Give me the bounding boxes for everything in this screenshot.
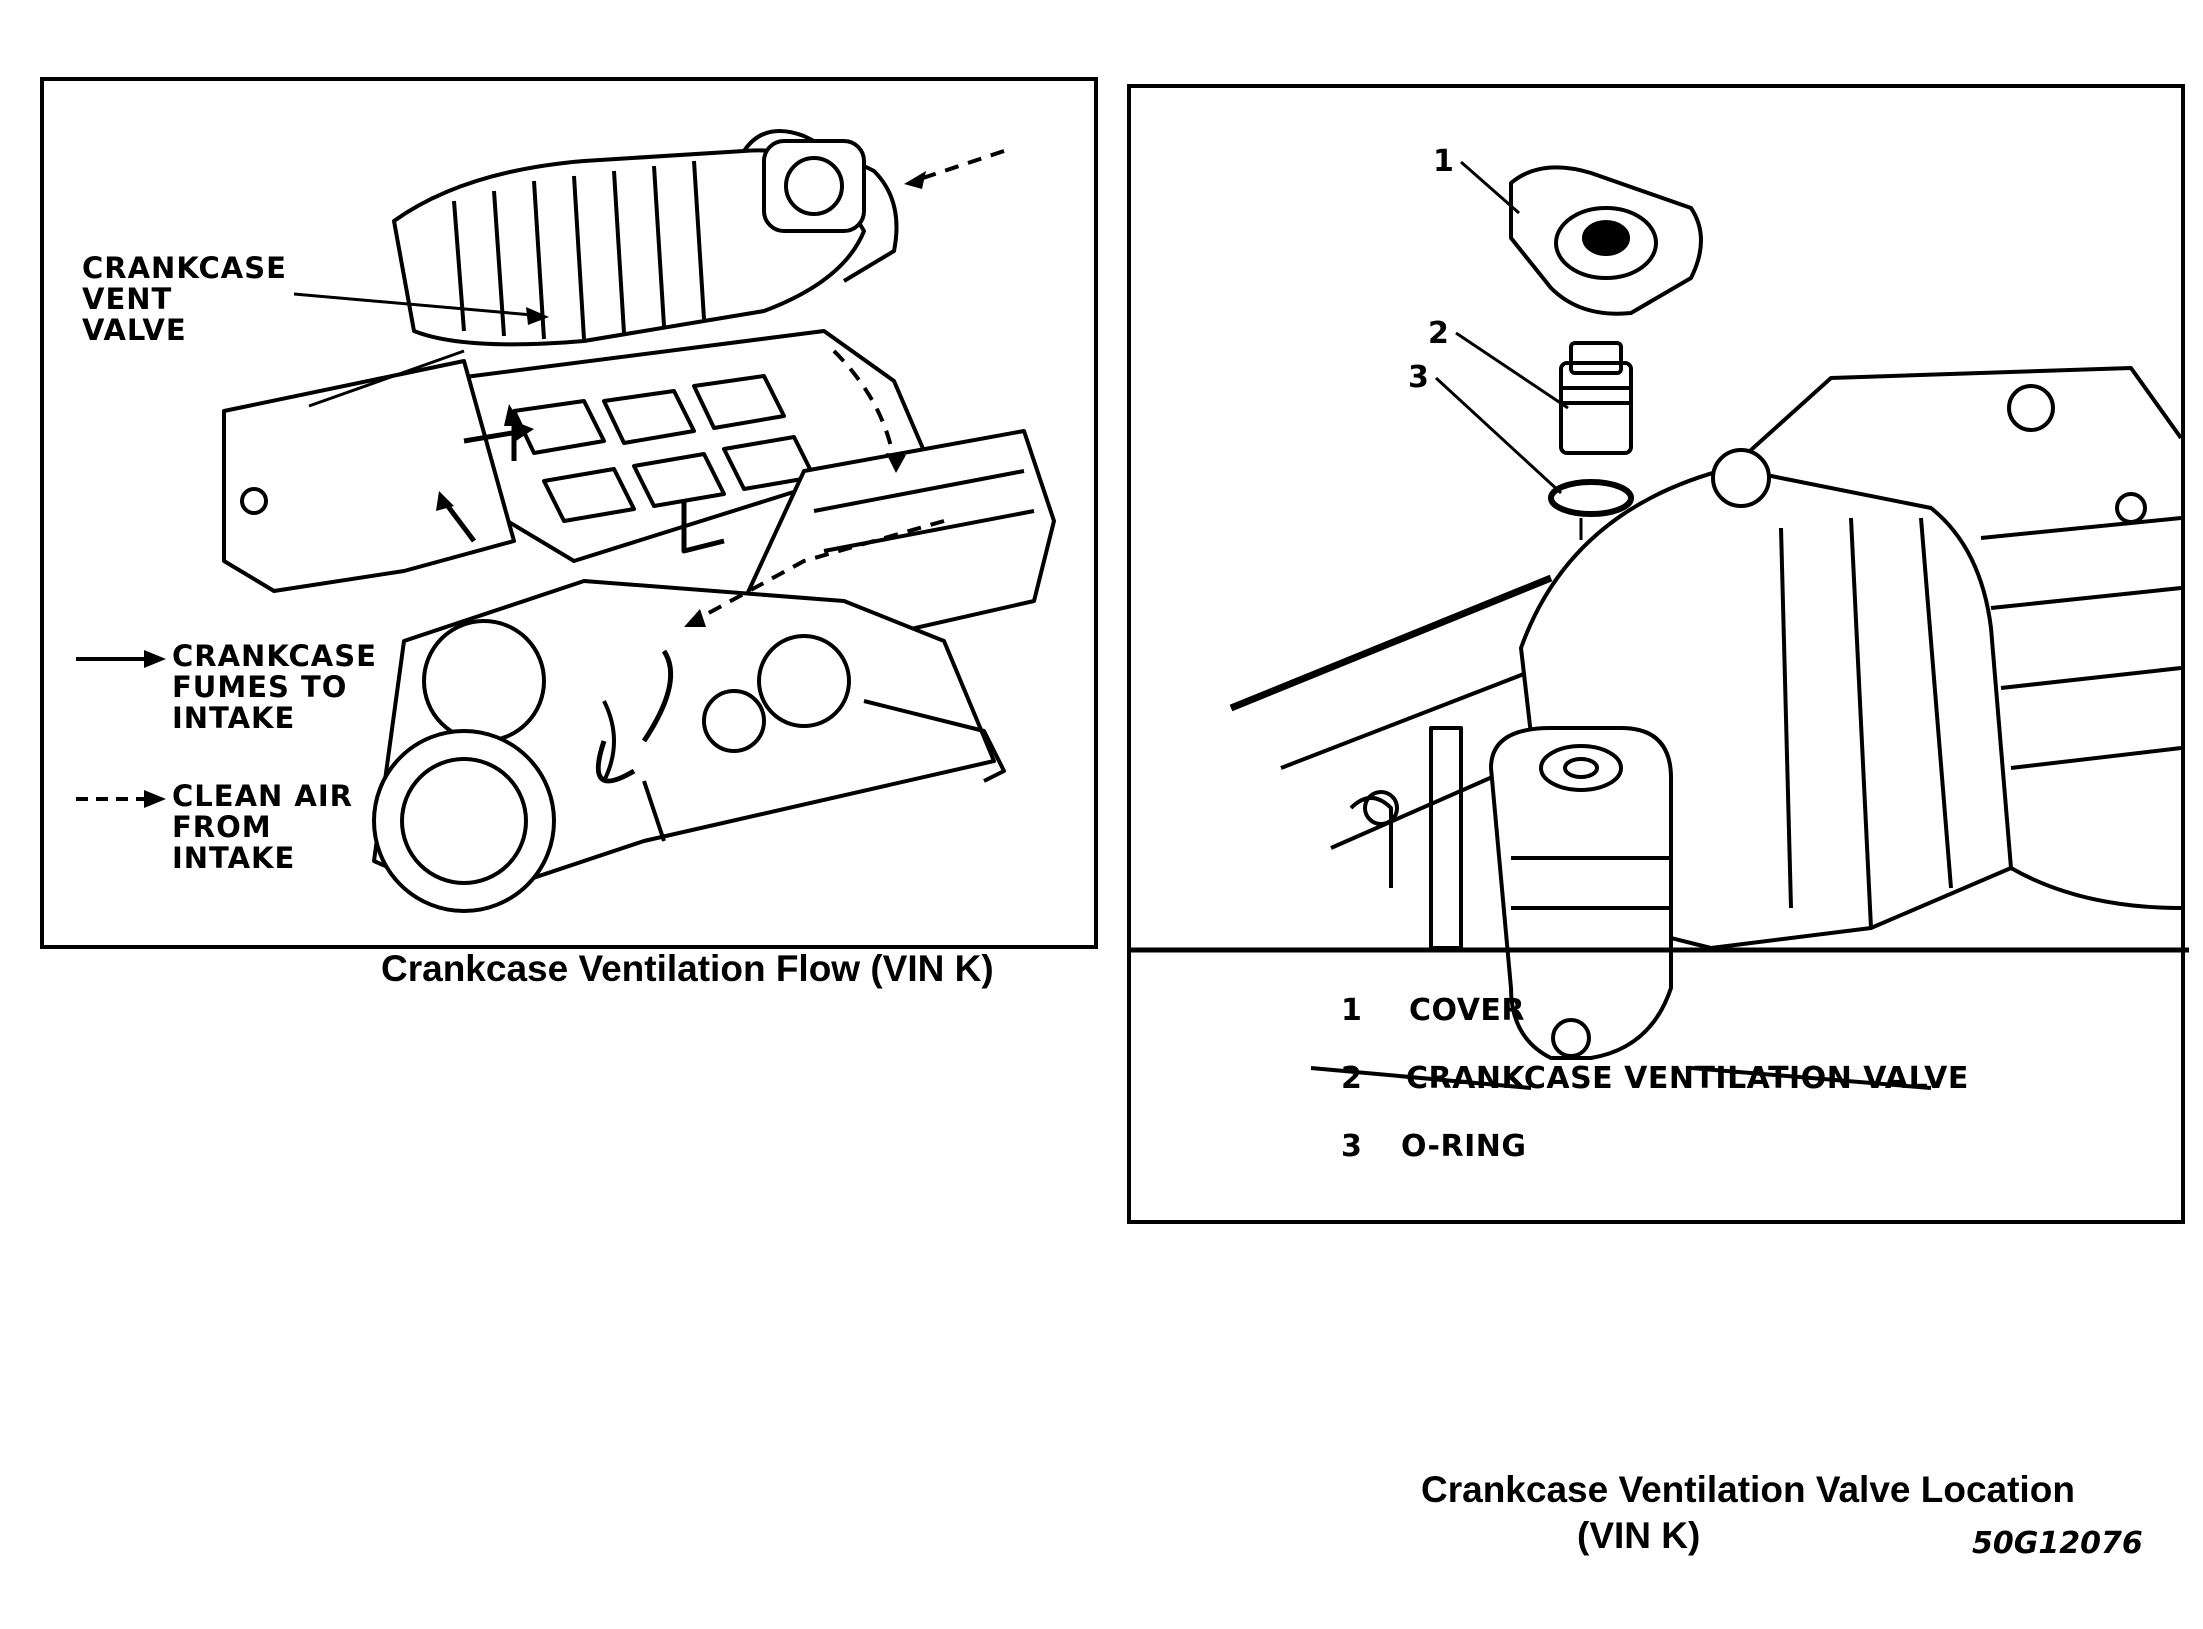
legend-num-1: 1 (1341, 993, 1362, 1028)
callout-line: CRANKCASE (82, 251, 287, 285)
legend-num-3: 3 (1341, 1129, 1362, 1164)
callout-line: VENT (82, 282, 173, 316)
callout-number: 2 (1428, 316, 1449, 351)
engine-flow-illustration (76, 129, 1056, 913)
left-diagram-frame: CRANKCASE VENT VALVE CRANKCASE FUMES TO … (40, 77, 1098, 949)
right-diagram-frame: 1 2 3 1 COVER 2 CRANKCASE VENTILATION VA… (1127, 84, 2189, 1224)
legend-label-valve: CRANKCASE VENTILATION VALVE (1406, 1061, 1969, 1096)
callout-number: 3 (1408, 360, 1429, 395)
crankcase-vent-valve-callout: CRANKCASE VENT VALVE (82, 253, 287, 346)
part-number: 50G12076 (1972, 1526, 2143, 1561)
legend-clean-air: CLEAN AIR FROM INTAKE (172, 781, 353, 874)
callout-line: VALVE (82, 313, 187, 347)
legend-num-2: 2 (1341, 1061, 1362, 1096)
legend-line: FROM (172, 810, 272, 844)
callout-number: 1 (1433, 144, 1454, 179)
right-caption-line1: Crankcase Ventilation Valve Location (1421, 1469, 2075, 1510)
legend-label-cover: COVER (1409, 993, 1526, 1028)
legend-line: INTAKE (172, 701, 296, 735)
legend-line: CLEAN AIR (172, 779, 353, 813)
legend-line: INTAKE (172, 841, 296, 875)
left-caption: Crankcase Ventilation Flow (VIN K) (381, 948, 994, 989)
legend-crankcase-fumes: CRANKCASE FUMES TO INTAKE (172, 641, 377, 734)
valve-location-illustration (1131, 160, 2189, 1090)
legend-line: CRANKCASE (172, 639, 377, 673)
right-caption-line2: (VIN K) (1577, 1515, 1701, 1556)
legend-line: FUMES TO (172, 670, 348, 704)
legend-label-o-ring: O-RING (1401, 1129, 1527, 1164)
